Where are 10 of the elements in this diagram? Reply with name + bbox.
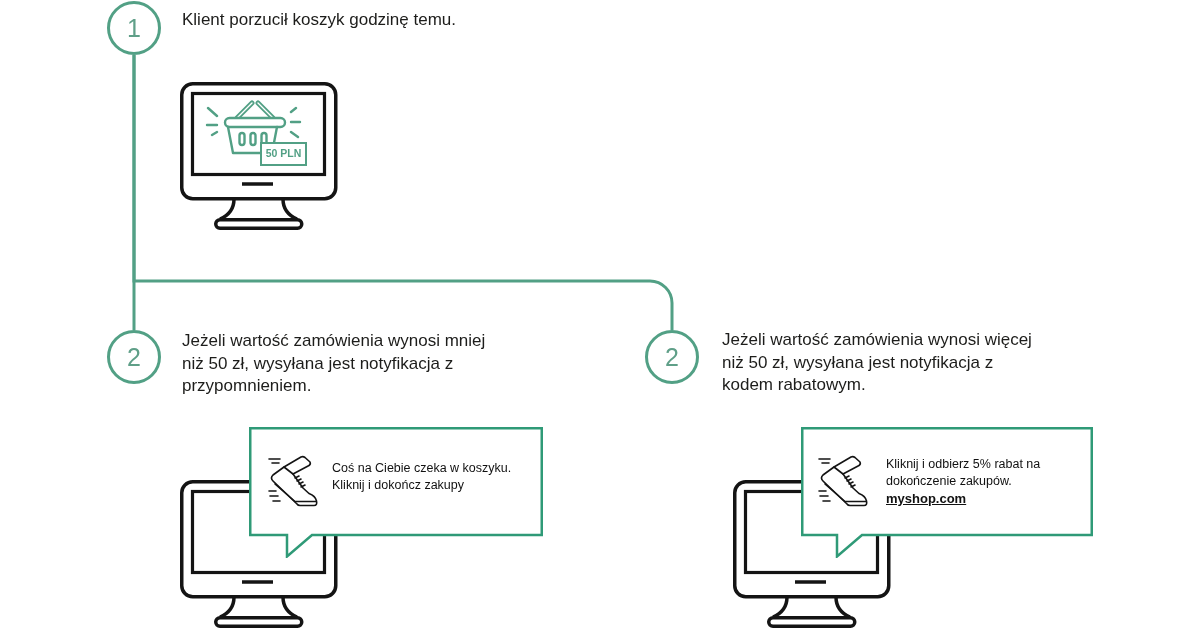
website-link: myshop.com: [886, 490, 967, 507]
step-description: Jeżeli wartość zamówienia wynosi więcej niż 50 zł, wysyłana jest notyfikacja z kodem rabatowym.: [722, 329, 1033, 396]
speech-bubble: [249, 427, 543, 558]
notification-text: Kliknij i odbierz 5% rabat na dokończenie zakupów.: [886, 456, 1042, 490]
step-description: Jeżeli wartość zamówienia wynosi mniej niż 50 zł, wysyłana jest notyfikacja z przypomnieniem.: [182, 330, 487, 397]
notification-text: Coś na Ciebie czeka w koszyku. Kliknij i dokończ zakupy: [332, 460, 513, 494]
connector-line: [132, 55, 674, 330]
price-tag: 50 PLN: [260, 142, 307, 166]
speech-bubble: [801, 427, 1093, 558]
step-description: Klient porzucił koszyk godzinę temu.: [182, 9, 458, 31]
